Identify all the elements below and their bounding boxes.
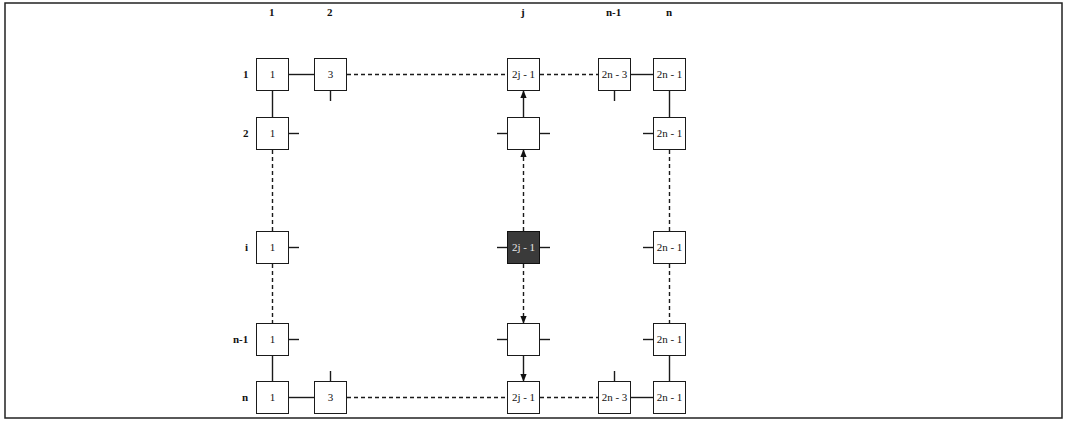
cell-value: 2j - 1 <box>512 242 535 253</box>
connector-line <box>631 397 653 398</box>
row-index: n <box>242 392 248 403</box>
column-index: 2 <box>327 7 333 18</box>
row-index: n-1 <box>233 334 248 345</box>
stub-line <box>643 247 653 248</box>
connector-line <box>272 264 273 323</box>
stub-line <box>289 247 299 248</box>
connector-line <box>669 150 670 231</box>
cell-value: 2n - 3 <box>602 392 628 403</box>
grid-cell: 2n - 1 <box>653 323 686 356</box>
grid-cell: 3 <box>314 381 347 414</box>
stub-line <box>330 371 331 381</box>
stub-line <box>289 339 299 340</box>
connector-group <box>273 75 670 398</box>
column-index: n-1 <box>606 7 621 18</box>
stub-line <box>540 339 550 340</box>
connector-line <box>669 264 670 323</box>
cell-value: 2n - 3 <box>602 69 628 80</box>
stub-line <box>540 247 550 248</box>
connector-line <box>347 397 507 398</box>
cell-value: 2n - 1 <box>657 128 683 139</box>
stub-line <box>643 133 653 134</box>
grid-cell: 2n - 3 <box>598 381 631 414</box>
grid-cell: 3 <box>314 58 347 91</box>
grid-cell: 1 <box>256 231 289 264</box>
row-index: i <box>245 242 248 253</box>
stub-line <box>497 133 507 134</box>
stub-line <box>497 247 507 248</box>
row-index: 1 <box>243 69 249 80</box>
column-index: 1 <box>269 7 275 18</box>
stub-line <box>330 91 331 101</box>
cell-value: 1 <box>270 334 276 345</box>
connector-arrow <box>523 91 524 117</box>
connector-line <box>347 74 507 75</box>
stub-line <box>540 133 550 134</box>
connector-line <box>669 91 670 117</box>
column-index: j <box>521 7 525 18</box>
stub-line <box>614 371 615 381</box>
grid-cell: 1 <box>256 381 289 414</box>
grid-cell <box>507 117 540 150</box>
highlighted-cell: 2j - 1 <box>507 231 540 264</box>
grid-cell: 1 <box>256 58 289 91</box>
connector-line <box>540 397 598 398</box>
connector-line <box>540 74 598 75</box>
cell-value: 2j - 1 <box>512 392 535 403</box>
cell-value: 3 <box>328 69 334 80</box>
cell-value: 1 <box>270 128 276 139</box>
connector-arrow <box>523 356 524 381</box>
grid-cell: 2n - 1 <box>653 58 686 91</box>
stub-line <box>643 339 653 340</box>
cell-value: 1 <box>270 69 276 80</box>
stub-line <box>497 339 507 340</box>
grid-cell <box>507 323 540 356</box>
grid-cell: 2n - 3 <box>598 58 631 91</box>
cell-value: 1 <box>270 392 276 403</box>
connector-line <box>272 150 273 231</box>
row-index: 2 <box>243 128 249 139</box>
cell-value: 2n - 1 <box>657 242 683 253</box>
cell-value: 2n - 1 <box>657 392 683 403</box>
grid-cell: 2n - 1 <box>653 381 686 414</box>
connector-line <box>289 397 314 398</box>
stub-lines <box>289 91 653 381</box>
column-index: n <box>666 7 672 18</box>
grid-cell: 2j - 1 <box>507 58 540 91</box>
cell-value: 2j - 1 <box>512 69 535 80</box>
cell-value: 2n - 1 <box>657 334 683 345</box>
cell-value: 3 <box>328 392 334 403</box>
connector-line <box>631 74 653 75</box>
outer-frame <box>5 3 1062 418</box>
connector-line <box>289 74 314 75</box>
connector-arrow <box>523 264 524 323</box>
grid-cell: 1 <box>256 323 289 356</box>
grid-cell: 2n - 1 <box>653 117 686 150</box>
grid-cell: 2j - 1 <box>507 381 540 414</box>
cell-value: 2n - 1 <box>657 69 683 80</box>
cell-value: 1 <box>270 242 276 253</box>
connector-line <box>272 356 273 381</box>
connector-line <box>669 356 670 381</box>
connector-line <box>272 91 273 117</box>
stub-line <box>289 133 299 134</box>
stub-line <box>614 91 615 101</box>
grid-cell: 1 <box>256 117 289 150</box>
grid-cell: 2n - 1 <box>653 231 686 264</box>
connector-arrow <box>523 150 524 231</box>
